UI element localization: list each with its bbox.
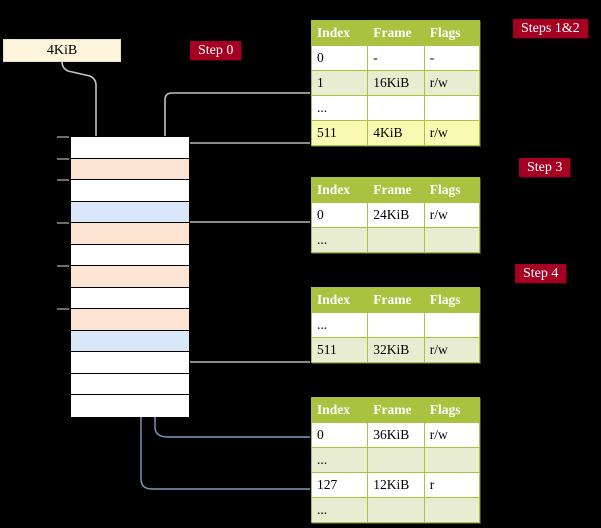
table-cell: ... (310, 497, 369, 523)
stack-row (71, 287, 189, 309)
table-cell (423, 312, 481, 338)
table-cell: ... (310, 312, 369, 338)
stack-tick (57, 222, 69, 224)
table-cell (423, 227, 481, 253)
table-cell: r/w (423, 202, 481, 228)
column-header-index: Index (310, 397, 369, 423)
stack-row (71, 352, 189, 374)
table-row: ... (310, 95, 481, 121)
table-cell: r/w (423, 70, 481, 96)
stack-tick (57, 157, 69, 160)
memory-block-label: 4KiB (46, 43, 78, 58)
table-cell: - (423, 45, 481, 71)
table-cell: 511 (310, 337, 369, 363)
table-cell: 0 (310, 202, 369, 228)
stack-row (71, 201, 189, 223)
stack-row (71, 395, 189, 417)
column-header-flags: Flags (423, 397, 481, 423)
table-cell: 511 (310, 120, 369, 146)
stack-row (71, 330, 189, 352)
column-header-flags: Flags (423, 287, 481, 313)
table-cell (367, 95, 425, 121)
table-row: ... (310, 312, 481, 338)
badge-steps-1-2: Steps 1&2 (513, 19, 588, 38)
table-cell: ... (310, 95, 369, 121)
table-row: ... (310, 497, 481, 523)
stack-tick (57, 265, 69, 267)
column-header-flags: Flags (423, 177, 481, 203)
physical-memory-stack (70, 136, 190, 417)
table-cell: 1 (310, 70, 369, 96)
table-cell: r/w (423, 120, 481, 146)
table-cell: 4KiB (367, 120, 425, 146)
stack-tick (57, 136, 69, 138)
stack-row (71, 244, 189, 266)
table-cell: ... (310, 447, 369, 473)
table-cell (423, 497, 481, 523)
table-cell (423, 447, 481, 473)
column-header-frame: Frame (367, 287, 425, 313)
table-cell: r/w (423, 422, 481, 448)
badge-step-0: Step 0 (190, 41, 242, 60)
stack-row (71, 223, 189, 245)
table-cell: 12KiB (367, 472, 425, 498)
table-cell: r (423, 472, 481, 498)
table-cell (367, 447, 425, 473)
table-row: 0-- (310, 45, 481, 71)
table-cell: 0 (310, 422, 369, 448)
table-cell (367, 312, 425, 338)
table-cell (367, 497, 425, 523)
stack-row (71, 266, 189, 288)
table-cell: ... (310, 227, 369, 253)
table-cell: 24KiB (367, 202, 425, 228)
column-header-flags: Flags (423, 20, 481, 46)
table-cell (423, 95, 481, 121)
stack-row (71, 309, 189, 331)
stack-row (71, 158, 189, 180)
stack-tick (57, 179, 69, 181)
stack-tick (57, 308, 69, 310)
table-cell: r/w (423, 337, 481, 363)
table-cell: 127 (310, 472, 369, 498)
column-header-frame: Frame (367, 20, 425, 46)
column-header-frame: Frame (367, 177, 425, 203)
column-header-frame: Frame (367, 397, 425, 423)
badge-step-4: Step 4 (515, 264, 567, 283)
table-cell: 0 (310, 45, 369, 71)
column-header-index: Index (310, 177, 369, 203)
column-header-index: Index (310, 20, 369, 46)
stack-row (71, 180, 189, 202)
table-cell: - (367, 45, 425, 71)
table-cell (367, 227, 425, 253)
memory-block-4kib: 4KiB (3, 39, 121, 62)
stack-row (71, 137, 189, 159)
table-cell: 32KiB (367, 337, 425, 363)
table-row: ... (310, 227, 481, 253)
table-cell: 16KiB (367, 70, 425, 96)
stack-row (71, 373, 189, 395)
table-cell: 36KiB (367, 422, 425, 448)
table-row: ... (310, 447, 481, 473)
badge-step-3: Step 3 (519, 158, 571, 177)
column-header-index: Index (310, 287, 369, 313)
